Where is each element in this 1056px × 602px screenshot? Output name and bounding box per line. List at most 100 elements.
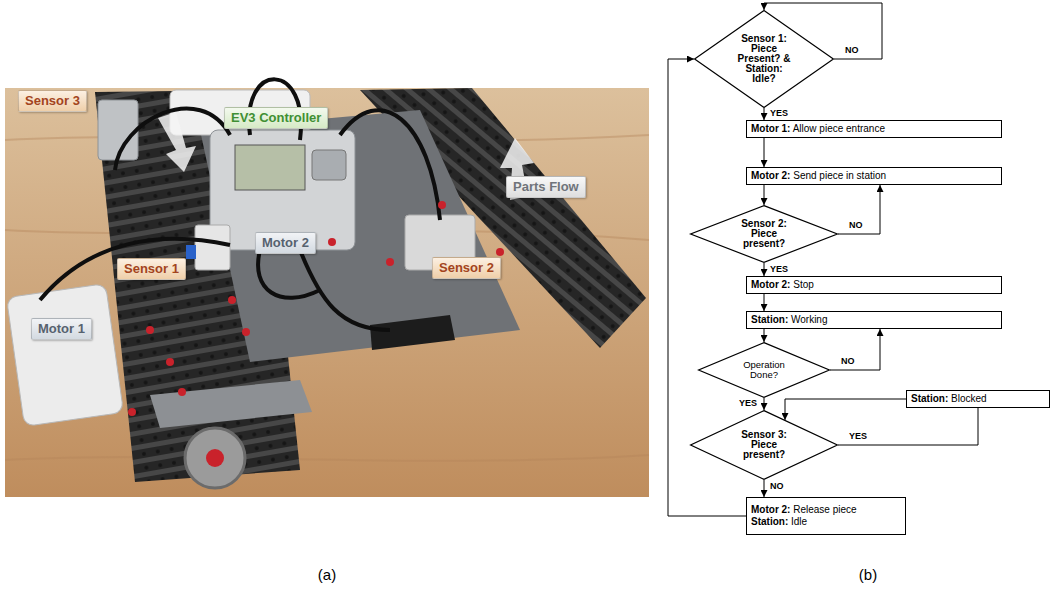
pin [438,201,446,209]
flow-connector [764,480,765,497]
flow-connector [764,138,765,167]
bold-prefix: Motor 1: [751,123,790,134]
decision-diamond: Sensor 2: Piece present? [690,205,838,263]
diamond-shape [695,11,834,108]
wheel-hub [206,449,224,467]
branch-label: YES [848,431,868,441]
photo-callout: Motor 1 [31,318,92,340]
bold-prefix: Station: [751,314,788,325]
pin [128,408,136,416]
flow-connector [764,398,765,410]
flow-connector [830,329,880,370]
flow-connector [785,399,906,420]
diamond-shape [691,411,838,480]
text-body: Send piece in station [790,170,886,181]
photo-callout: Motor 2 [255,232,316,254]
flow-connector [764,263,765,276]
bold-prefix: Station: [751,516,788,527]
process-text: Motor 1: Allow piece entrance [751,123,997,135]
text-body: Blocked [948,393,986,404]
text-body: Working [788,314,827,325]
red-pins [128,201,504,416]
photo-callout: Sensor 3 [18,90,87,112]
pin [386,258,394,266]
branch-label: NO [848,220,864,230]
process-box: Station: Working [746,311,1002,329]
callout-text: Sensor 2 [439,260,494,276]
bold-prefix: Motor 2: [751,279,790,290]
ev3-screen [235,145,305,190]
process-text: Motor 2: Send piece in station [751,170,997,182]
decision-text: Sensor 3: Piece present? [735,430,793,460]
sensor-3-body [98,100,138,160]
motor-1-body [6,284,123,427]
branch-label: YES [769,108,789,118]
callout-text: Parts Flow [513,179,579,195]
branch-label: NO [769,481,785,491]
branch-label: NO [840,356,856,366]
photo-callout: Sensor 1 [117,258,186,280]
process-box: Motor 2: Release pieceStation: Idle [746,497,906,535]
decision-text: Sensor 1: Piece Present? & Station: Idle… [735,34,793,84]
photo-callout: Sensor 2 [432,257,501,279]
process-text: Station: Working [751,314,997,326]
flow-connector [838,185,880,234]
bold-prefix: Motor 2: [751,170,790,181]
text-body: Idle [788,516,807,527]
wheel [185,428,245,488]
gear-rack [150,380,312,428]
photo-callout: EV3 Controller [224,107,328,129]
decision-text: Operation Done? [739,360,789,380]
flow-connector [838,408,978,445]
callout-text: Motor 1 [38,321,85,337]
process-box: Motor 2: Stop [746,276,1002,294]
pin [228,296,236,304]
bold-prefix: Motor 2: [751,504,790,515]
process-text: Motor 2: Release piece [751,504,901,516]
connectors [668,3,978,516]
callout-text: Motor 2 [262,235,309,251]
callout-text: Sensor 1 [124,261,179,277]
pin [146,326,154,334]
pin [166,358,174,366]
process-text: Station: Idle [751,516,901,528]
flow-connector [764,329,765,342]
flow-connector [764,185,765,205]
wood-table [5,88,649,497]
decision-diamond: Sensor 1: Piece Present? & Station: Idle… [694,10,834,108]
pin [328,238,336,246]
motor-2-block [370,315,455,350]
decision-diamond: Sensor 3: Piece present? [690,410,838,480]
photo-callout: Parts Flow [506,176,586,198]
callout-text: EV3 Controller [231,110,321,126]
process-text: Station: Blocked [911,393,1045,405]
decision-text: Sensor 2: Piece present? [735,219,793,249]
flow-arrow [158,112,196,172]
flow-connector [764,108,765,120]
diamond-shape [699,343,830,398]
text-body: Release piece [790,504,856,515]
callout-text: Sensor 3 [25,93,80,109]
flow-connector [764,294,765,311]
pin [496,248,504,256]
pin [178,388,186,396]
panel-label: (b) [859,566,877,584]
panel-label: (a) [318,566,336,584]
branch-label: YES [769,264,789,274]
bold-prefix: Station: [911,393,948,404]
cables [40,79,440,330]
process-box: Station: Blocked [906,390,1050,408]
branch-label: NO [844,45,860,55]
sensor-1-body [195,225,230,270]
text-body: Stop [790,279,813,290]
process-box: Motor 2: Send piece in station [746,167,1002,185]
sensor-1-lens [186,245,196,259]
pin [242,328,250,336]
decision-diamond: Operation Done? [698,342,830,398]
branch-label: YES [738,398,758,408]
diamond-shape [691,206,838,263]
text-body: Allow piece entrance [790,123,885,134]
ev3-buttons [312,150,346,180]
